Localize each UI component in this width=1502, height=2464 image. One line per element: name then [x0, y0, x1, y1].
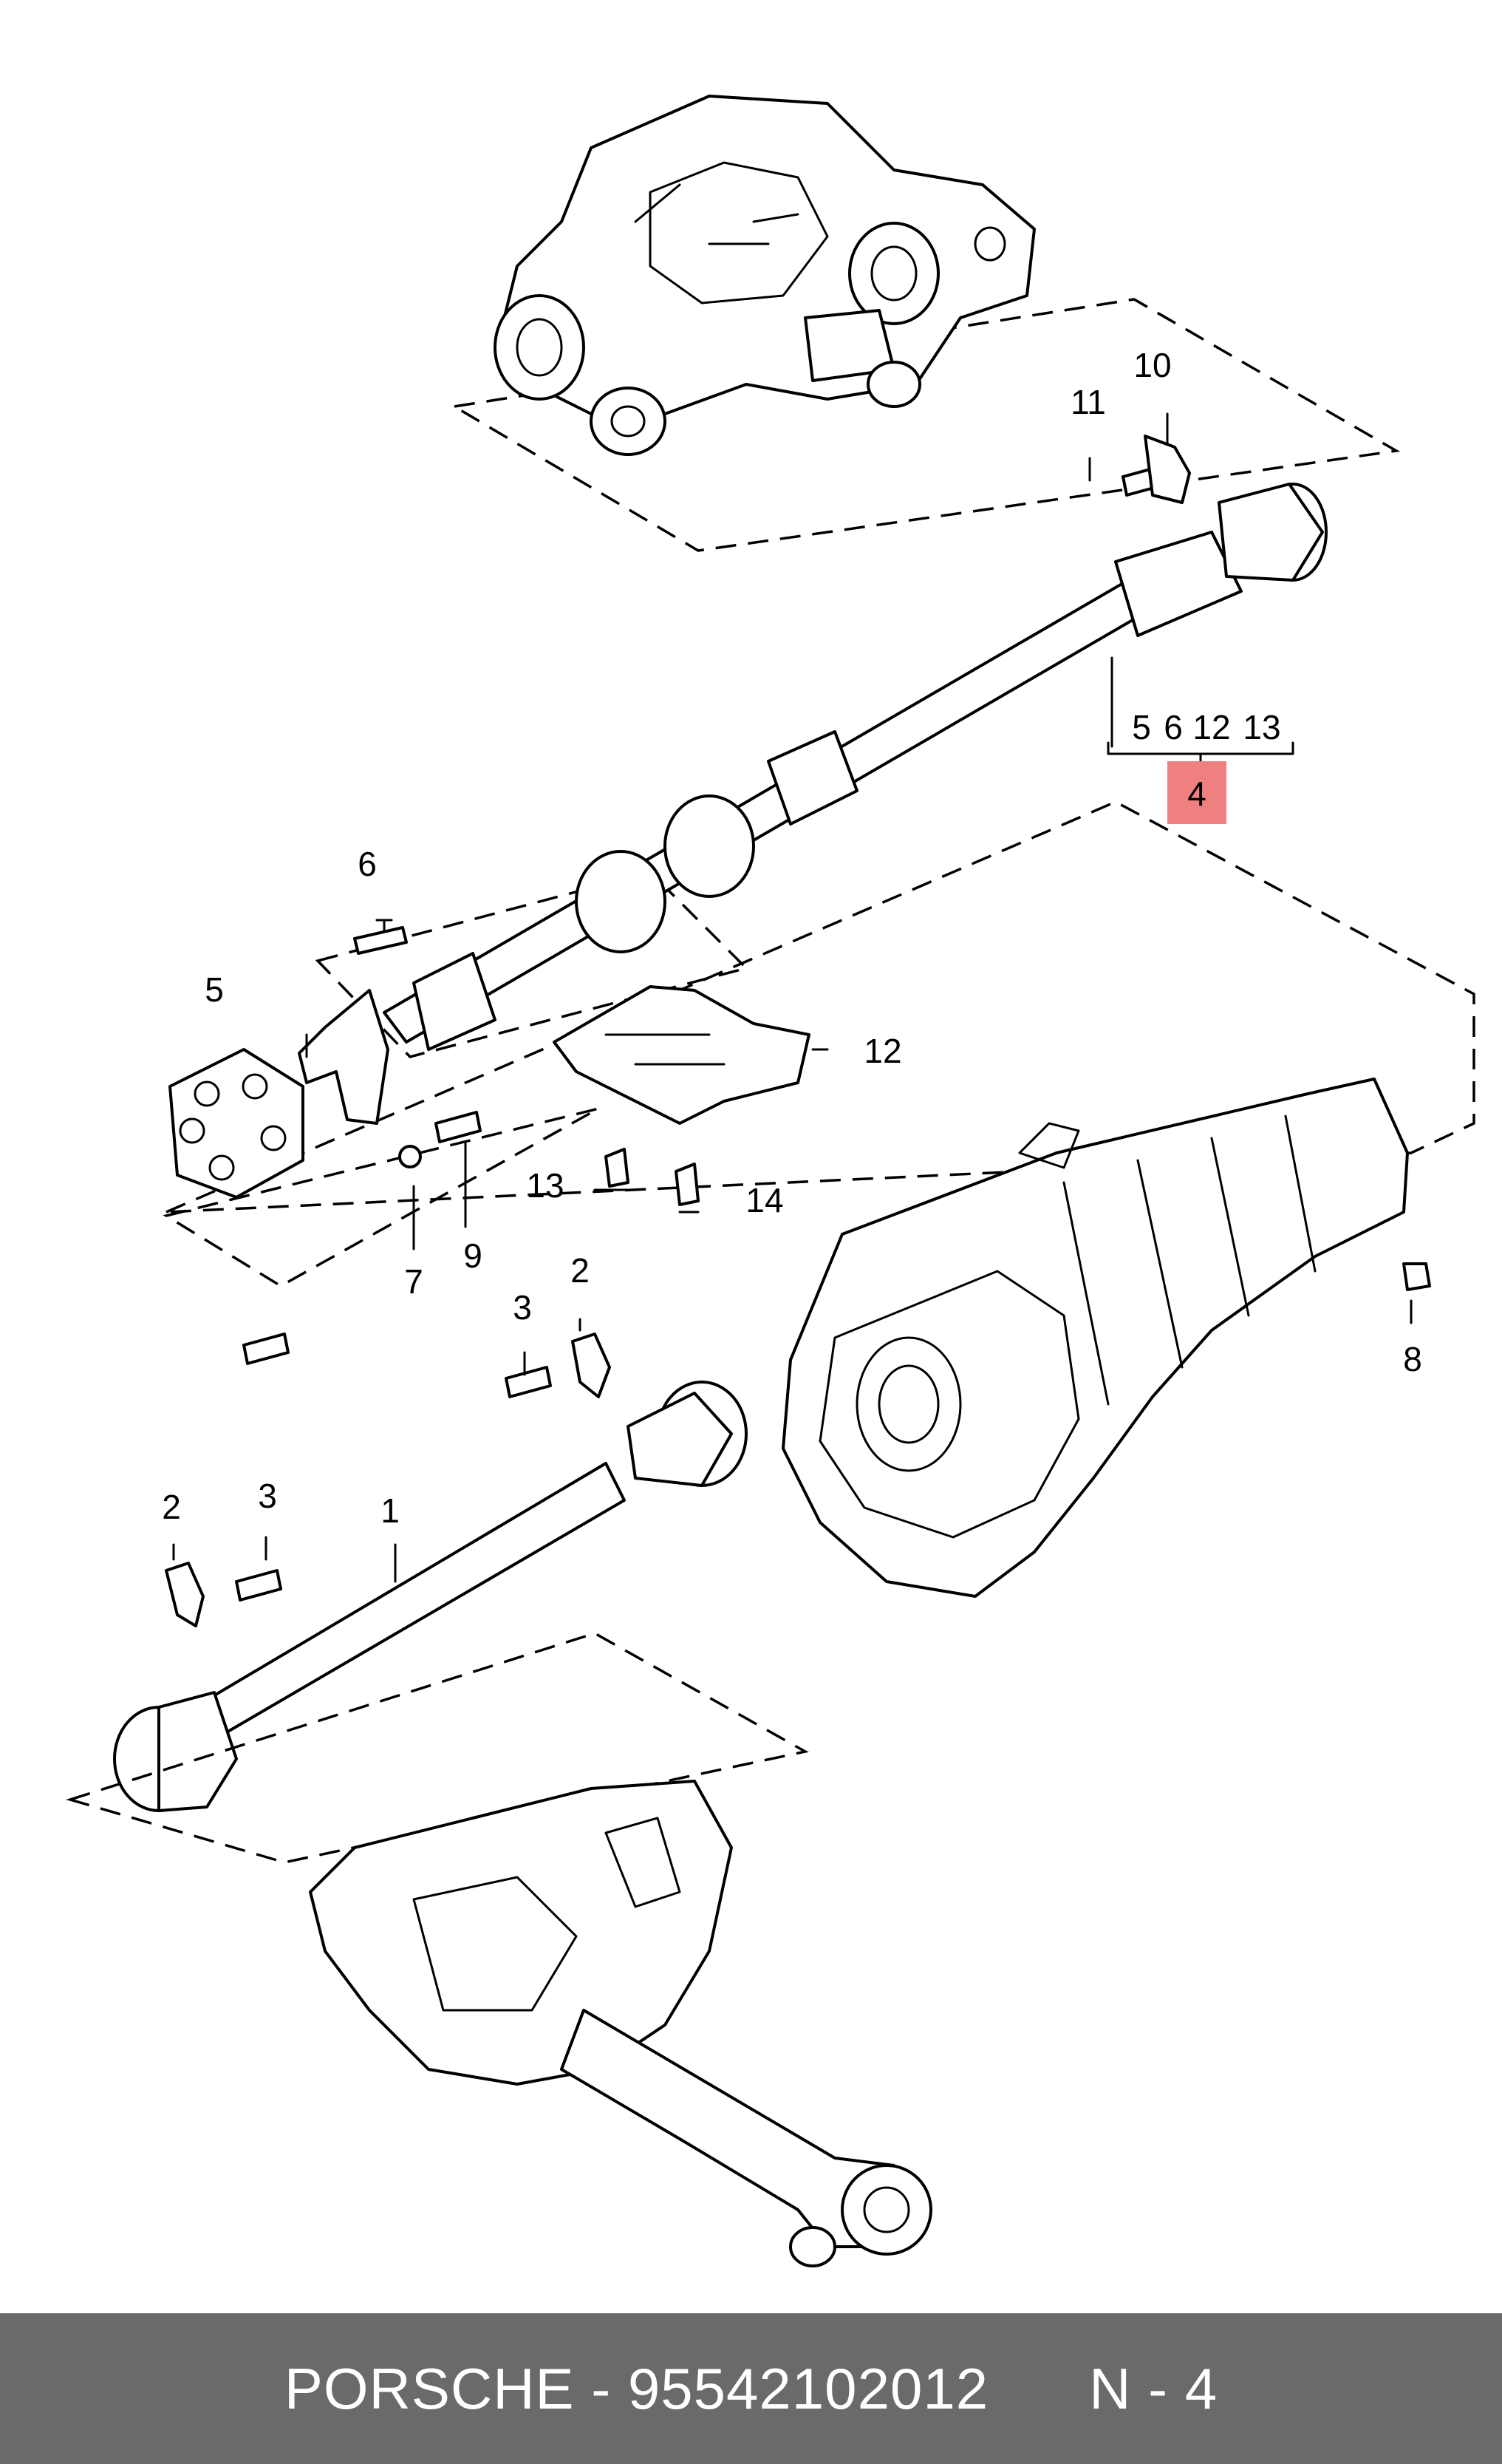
- callout-3-lower: 3: [258, 1477, 277, 1515]
- callout-6-group: 6: [1164, 708, 1183, 746]
- callout-3-upper: 3: [513, 1288, 532, 1327]
- callout-14: 14: [745, 1181, 783, 1219]
- callout-13: 13: [526, 1166, 564, 1205]
- separator: -: [591, 2355, 612, 2421]
- callout-5: 5: [205, 970, 224, 1009]
- callout-9: 9: [463, 1236, 482, 1275]
- callout-7: 7: [404, 1262, 423, 1301]
- callout-12-group: 12: [1192, 708, 1230, 746]
- callout-13-group: 13: [1243, 708, 1280, 746]
- diagram-position: N - 4: [1089, 2355, 1218, 2421]
- highlighted-callout: 4: [1167, 761, 1226, 824]
- callout-5-group: 5: [1132, 708, 1151, 746]
- rear-differential-illustration: [450, 95, 1401, 552]
- callout-6: 6: [358, 845, 377, 883]
- callout-2-lower: 2: [162, 1488, 181, 1526]
- callout-10: 10: [1133, 346, 1171, 384]
- brand-name: PORSCHE: [284, 2355, 575, 2421]
- transmission-illustration: [782, 1078, 1409, 1598]
- part-info-footer: PORSCHE - 95542102012 N - 4: [0, 2313, 1502, 2464]
- callout-leaders: [172, 412, 1413, 1583]
- front-propeller-shaft-illustration: [66, 1333, 809, 1864]
- callout-12: 12: [864, 1032, 901, 1070]
- rear-propeller-shaft-illustration: [163, 435, 1475, 1291]
- callout-11: 11: [1071, 383, 1106, 421]
- callout-2-upper: 2: [570, 1251, 590, 1290]
- front-differential-illustration: [309, 1780, 932, 2267]
- callout-8: 8: [1403, 1340, 1422, 1378]
- highlight-label: 4: [1187, 775, 1206, 813]
- callout-numbers: 1 2 3 2 3 5 6 12 13 5 6 7 8 9 10 11 12 1…: [162, 346, 1422, 1530]
- part-number: 95542102012: [627, 2355, 989, 2421]
- callout-1: 1: [380, 1491, 400, 1530]
- exploded-parts-diagram: 4 1 2 3 2 3 5 6 12 13 5 6 7 8 9 10 11 12…: [66, 95, 1475, 2267]
